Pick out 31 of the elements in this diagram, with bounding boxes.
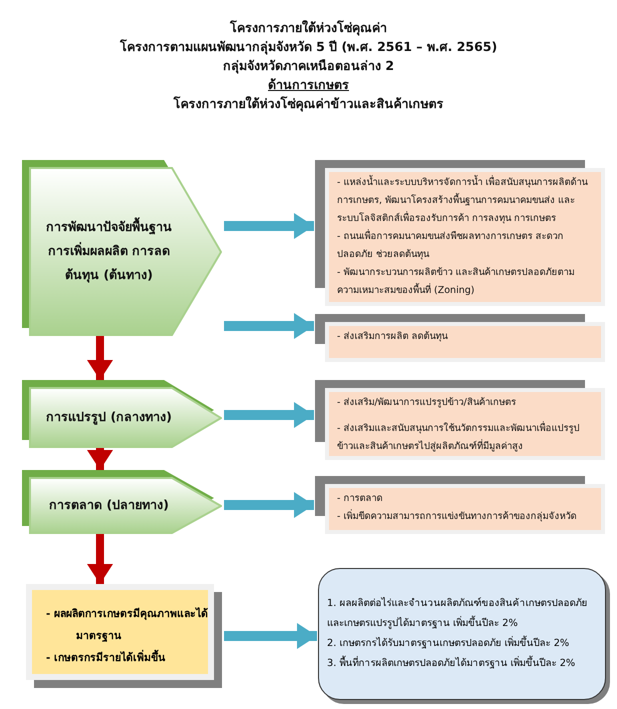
- bullet-item: - ส่งเสริม/พัฒนาการแปรรูปข้าว/สินค้าเกษตร: [337, 396, 517, 410]
- heading-line: ด้านการเกษตร: [267, 76, 350, 94]
- arrow: [224, 492, 314, 518]
- arrow: [224, 402, 314, 428]
- bullet-item: - เกษตรกรมีรายได้เพิ่มขึ้น: [46, 647, 208, 669]
- activity-box: [315, 380, 605, 460]
- activity-box: [315, 476, 605, 534]
- heading-line: โครงการภายใต้ห่วงโซ่คุณค่าข้าวและสินค้าเกษตร: [172, 95, 444, 114]
- arrow: [224, 213, 314, 239]
- heading-line: กลุ่มจังหวัดภาคเหนือตอนล่าง 2: [222, 57, 396, 76]
- bullet-item: - ผลผลิตการเกษตรมีคุณภาพและได้มาตรฐาน: [46, 606, 208, 644]
- bullet-item: - ส่งเสริมการผลิต ลดต้นทุน: [337, 330, 449, 344]
- arrow: [224, 313, 314, 339]
- bullet-item: - พัฒนากระบวนการผลิตข้าว และสินค้าเกษตรปลอดภัยตามความเหมาะสมของพื้นที่ (Zoning): [337, 266, 576, 298]
- result-box: [26, 584, 222, 688]
- bullet-item: - ถนนเพื่อการคมนาคมขนส่งพืชผลทางการเกษตร สะดวก ปลอดภัย ช่วยลดต้นทุน: [337, 228, 564, 262]
- bullet-item: - การตลาด: [337, 492, 384, 506]
- title: โครงการภายใต้ห่วงโซ่คุณค่า: [229, 19, 388, 38]
- arrow: [87, 448, 113, 470]
- bullet-item: - เพิ่มขีดความสามารถการแข่งขันทางการค้าของกลุ่มจังหวัด: [337, 508, 578, 524]
- activity-box: [315, 314, 605, 362]
- numbered-item: 2. เกษตรกรได้รับมาตรฐานเกษตรปลอดภัย เพิ่มขึ้นปีละ 2%: [327, 634, 597, 654]
- bullet-item: - แหล่งน้ำและระบบบริหารจัดการน้ำ เพื่อสนับสนุนการผลิตด้านการเกษตร, พัฒนาโครงสร้างพื้นฐานการคมนาคมขนส่ง และระบบโลจิสติกส์เพื่อรองรับการค้า การลงทุน การเกษตร: [337, 174, 589, 226]
- bullet-item: - ส่งเสริมและสนับสนุนการใช้นวัตกรรมและพัฒนาเพื่อแปรรูปข้าวและสินค้าเกษตรไปสู่ผลิตภัณฑ์ที่มีมูลค่าสูง: [337, 420, 580, 454]
- activity-box: [315, 160, 605, 306]
- arrow: [224, 623, 317, 649]
- arrow: [87, 336, 113, 380]
- heading-line: โครงการตามแผนพัฒนากลุ่มจังหวัด 5 ปี (พ.ศ. 2561 – พ.ศ. 2565): [118, 38, 498, 57]
- numbered-item: 3. พื้นที่การผลิตเกษตรปลอดภัยได้มาตรฐาน เพิ่มขึ้นปีละ 2%: [327, 654, 597, 674]
- arrow: [87, 534, 113, 584]
- numbered-item: 1. ผลผลิตต่อไร่และจำนวนผลิตภัณฑ์ของสินค้าเกษตรปลอดภัยและเกษตรแปรรูปได้มาตรฐาน เพิ่มขึ้นปีละ 2%: [327, 596, 588, 631]
